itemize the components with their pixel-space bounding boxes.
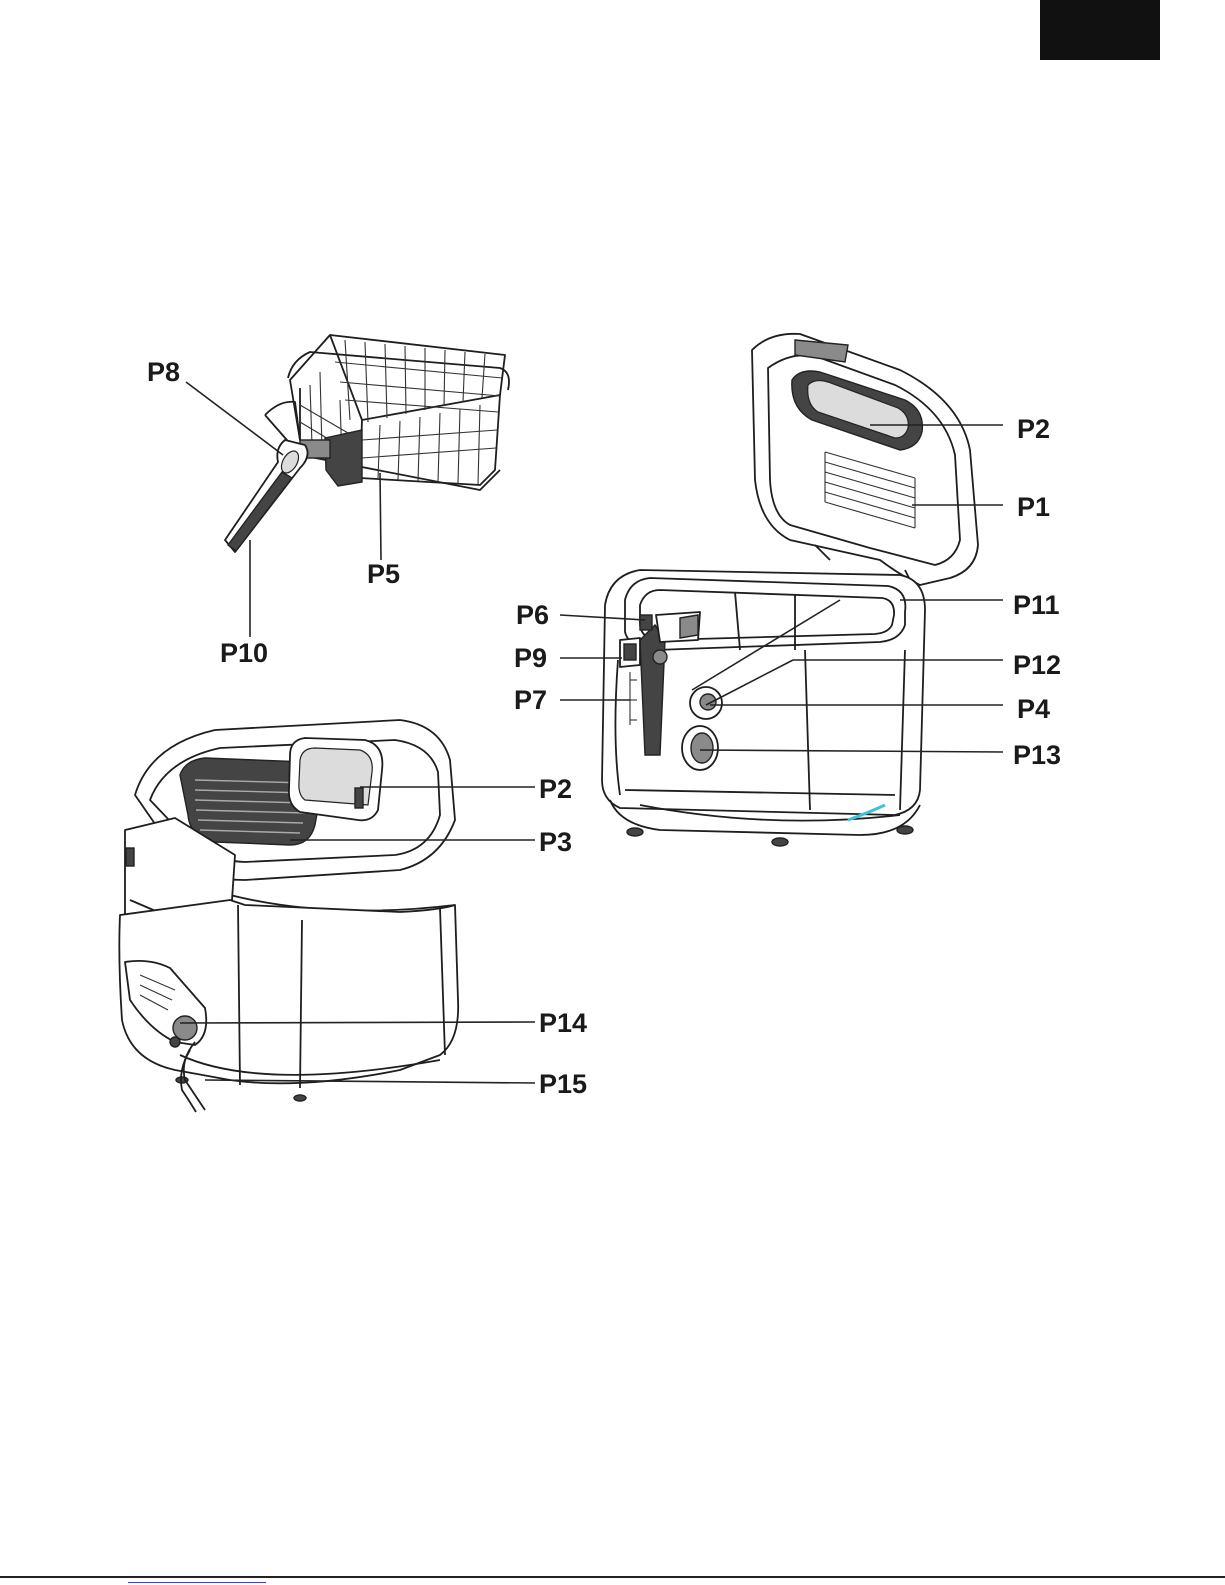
label-p12: P12 [1013,650,1061,680]
footer-rule [0,1576,1225,1578]
footer-link-underline [128,1582,266,1583]
label-p1: P1 [1017,492,1050,522]
label-p14: P14 [539,1008,587,1038]
label-p5: P5 [367,559,400,589]
closed-fryer-illustration [119,720,458,1112]
label-p15: P15 [539,1069,587,1099]
label-p11: P11 [1013,590,1060,620]
label-p8: P8 [147,357,180,387]
label-p13: P13 [1013,740,1061,770]
label-p2-open-lid: P2 [1017,414,1050,444]
label-p6: P6 [516,600,549,630]
label-p4: P4 [1017,694,1050,724]
label-p9: P9 [514,643,547,673]
label-p7: P7 [514,685,547,715]
label-p3: P3 [539,827,572,857]
label-p2-closed: P2 [539,774,572,804]
open-fryer-illustration [602,334,978,846]
label-p10: P10 [220,638,268,668]
